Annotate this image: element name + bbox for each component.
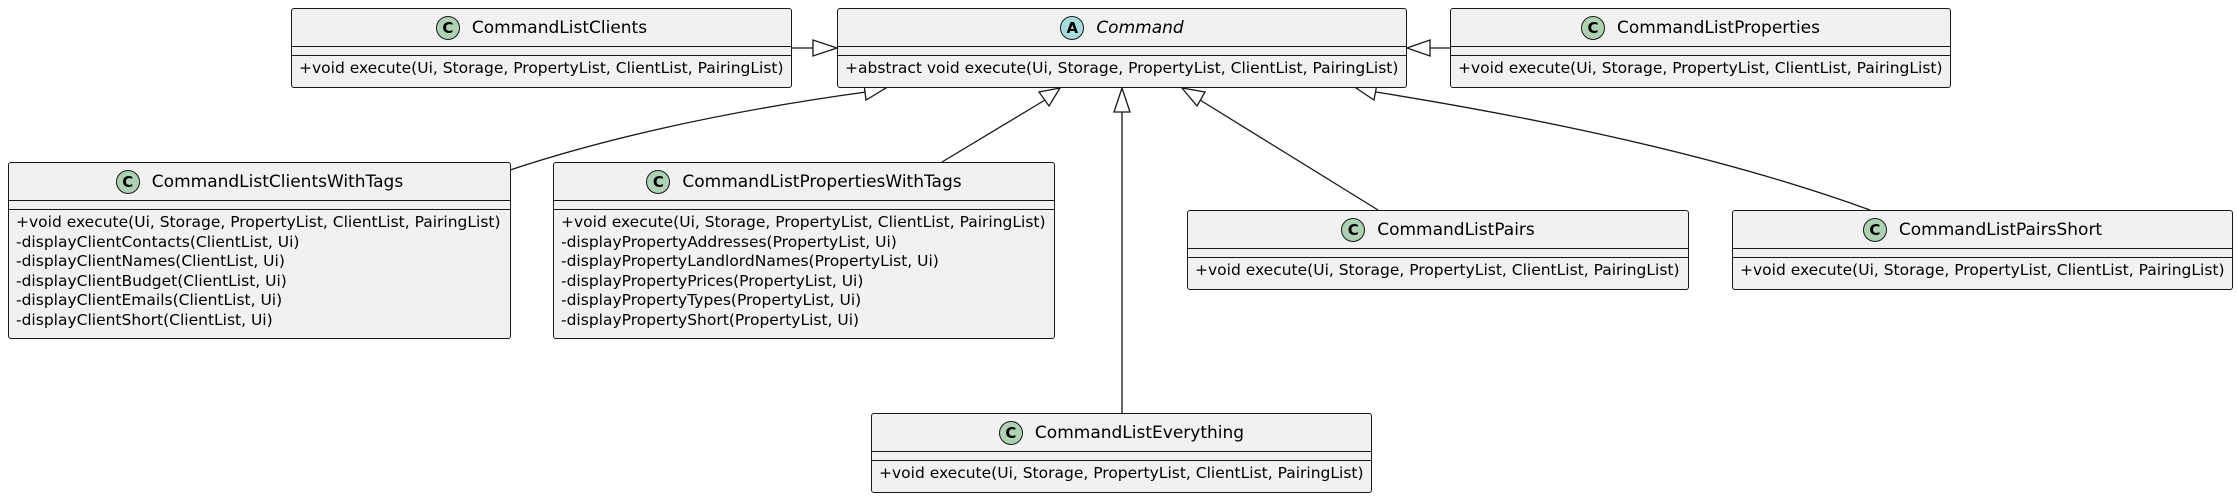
method: -displayPropertyPrices(PropertyList, Ui) xyxy=(561,271,864,290)
class-name: Command xyxy=(1096,17,1184,38)
class-icon: C xyxy=(115,169,140,194)
method: -displayClientShort(ClientList, Ui) xyxy=(16,310,273,329)
methods-section: +void execute(Ui, Storage, PropertyList,… xyxy=(292,56,791,83)
class-name: CommandListPairs xyxy=(1377,219,1535,240)
class-icon: C xyxy=(1580,15,1605,40)
class-icon: C xyxy=(998,420,1023,445)
arrowhead-list-properties-with-tags xyxy=(1037,87,1062,108)
arrowhead-list-properties xyxy=(1405,39,1431,57)
methods-section: +void execute(Ui, Storage, PropertyList,… xyxy=(1451,56,1950,83)
class-icon: C xyxy=(1341,217,1366,242)
method: -displayClientBudget(ClientList, Ui) xyxy=(16,271,287,290)
class-command-list-clients-with-tags: C CommandListClientsWithTags +void execu… xyxy=(8,162,511,339)
class-name: CommandListPairsShort xyxy=(1898,219,2103,240)
class-name: CommandListPropertiesWithTags xyxy=(682,171,962,192)
fields-section xyxy=(554,201,1054,210)
method: +void execute(Ui, Storage, PropertyList,… xyxy=(299,59,784,77)
method: -displayClientEmails(ClientList, Ui) xyxy=(16,291,283,309)
class-header: C CommandListPropertiesWithTags xyxy=(554,163,1054,201)
class-header: C CommandListPairs xyxy=(1188,211,1688,249)
class-header: C CommandListPairsShort xyxy=(1733,211,2232,249)
arrowhead-list-pairs xyxy=(1180,87,1207,108)
class-command-list-everything: C CommandListEverything +void execute(Ui… xyxy=(871,413,1372,493)
class-name: CommandListClientsWithTags xyxy=(151,171,404,192)
method: +void execute(Ui, Storage, PropertyList,… xyxy=(1458,59,1943,77)
methods-section: +void execute(Ui, Storage, PropertyList,… xyxy=(1188,258,1688,285)
method: -displayClientNames(ClientList, Ui) xyxy=(16,252,285,270)
method: -displayPropertyLandlordNames(PropertyLi… xyxy=(561,252,939,270)
method: +void execute(Ui, Storage, PropertyList,… xyxy=(879,464,1364,482)
class-header: A Command xyxy=(838,9,1406,47)
class-icon: C xyxy=(646,169,671,194)
fields-section xyxy=(1451,47,1950,56)
edge-list-pairs xyxy=(1199,99,1379,211)
method: -displayPropertyAddresses(PropertyList, … xyxy=(561,232,897,251)
edge-list-properties-with-tags xyxy=(941,99,1046,163)
method: +void execute(Ui, Storage, PropertyList,… xyxy=(561,213,1046,231)
class-icon: C xyxy=(435,15,460,40)
class-name: CommandListClients xyxy=(471,17,648,38)
fields-section xyxy=(838,47,1406,56)
method: -displayPropertyShort(PropertyList, Ui) xyxy=(561,310,860,329)
class-header: C CommandListClientsWithTags xyxy=(9,163,510,201)
class-command-list-properties: C CommandListProperties +void execute(Ui… xyxy=(1450,8,1951,88)
arrowhead-list-clients xyxy=(812,39,840,57)
methods-section: +void execute(Ui, Storage, PropertyList,… xyxy=(554,210,1054,334)
methods-section: +void execute(Ui, Storage, PropertyList,… xyxy=(1733,258,2232,285)
class-command-list-properties-with-tags: C CommandListPropertiesWithTags +void ex… xyxy=(553,162,1055,339)
methods-section: +void execute(Ui, Storage, PropertyList,… xyxy=(872,461,1371,488)
abstract-class-icon: A xyxy=(1060,15,1085,40)
fields-section xyxy=(9,201,510,210)
method: -displayPropertyTypes(PropertyList, Ui) xyxy=(561,291,862,309)
class-name: CommandListEverything xyxy=(1034,422,1245,443)
class-command-list-clients: C CommandListClients +void execute(Ui, S… xyxy=(291,8,792,88)
method: +void execute(Ui, Storage, PropertyList,… xyxy=(16,213,501,231)
method: +void execute(Ui, Storage, PropertyList,… xyxy=(1195,261,1680,279)
class-header: C CommandListEverything xyxy=(872,414,1371,452)
edge-list-pairs-short xyxy=(1375,91,1871,211)
class-command-list-pairs-short: C CommandListPairsShort +void execute(Ui… xyxy=(1732,210,2233,290)
methods-section: +void execute(Ui, Storage, PropertyList,… xyxy=(9,210,510,334)
class-command-list-pairs: C CommandListPairs +void execute(Ui, Sto… xyxy=(1187,210,1689,290)
fields-section xyxy=(1188,249,1688,258)
method: +abstract void execute(Ui, Storage, Prop… xyxy=(845,59,1399,77)
class-name: CommandListProperties xyxy=(1616,17,1820,38)
fields-section xyxy=(292,47,791,56)
edge-list-clients-with-tags xyxy=(509,91,867,171)
class-header: C CommandListProperties xyxy=(1451,9,1950,47)
fields-section xyxy=(1733,249,2232,258)
class-command: A Command +abstract void execute(Ui, Sto… xyxy=(837,8,1407,88)
class-header: C CommandListClients xyxy=(292,9,791,47)
methods-section: +abstract void execute(Ui, Storage, Prop… xyxy=(838,56,1406,83)
arrowhead-list-everything xyxy=(1113,85,1131,113)
method: +void execute(Ui, Storage, PropertyList,… xyxy=(1740,261,2225,279)
class-icon: C xyxy=(1862,217,1887,242)
fields-section xyxy=(872,452,1371,461)
method: -displayClientContacts(ClientList, Ui) xyxy=(16,232,300,251)
